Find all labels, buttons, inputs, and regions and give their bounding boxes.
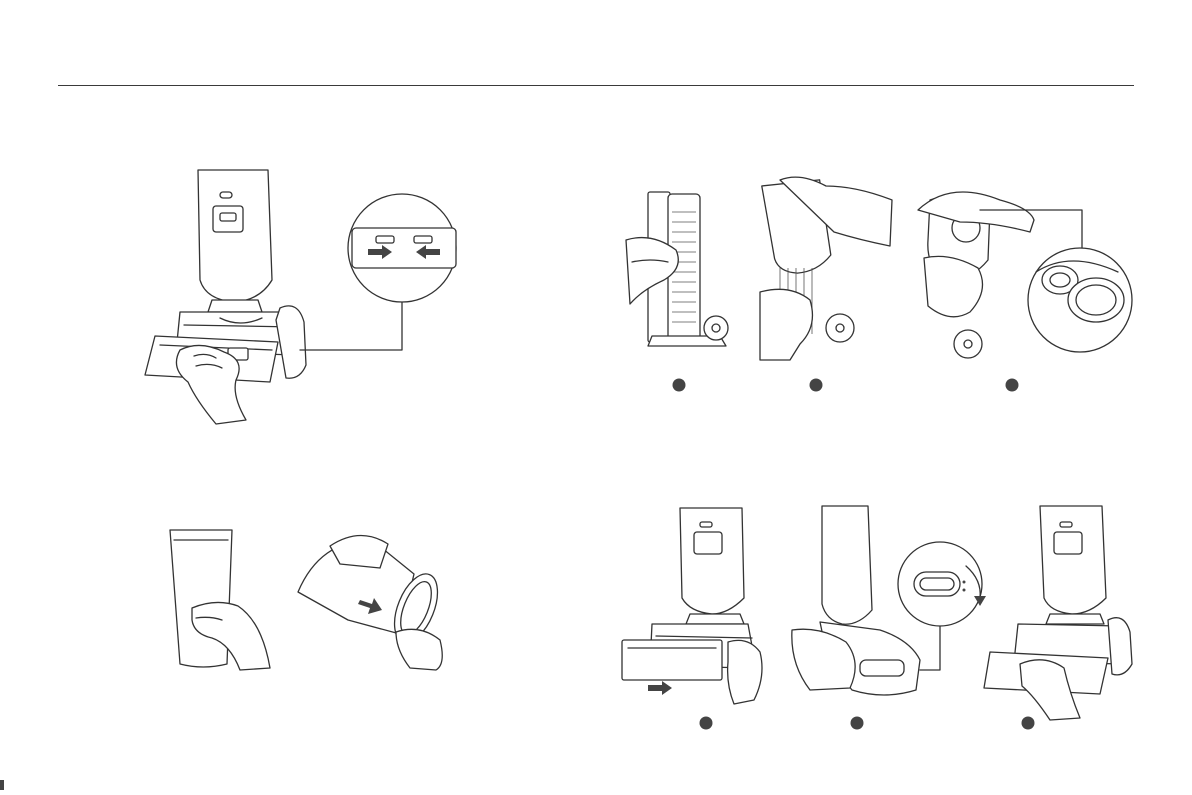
insert-arrow-icon xyxy=(648,681,672,695)
step-marker-1 xyxy=(700,717,713,730)
tank-cup-icon xyxy=(298,535,446,670)
tank-latch-icon xyxy=(348,194,456,302)
step-marker-2 xyxy=(810,379,823,392)
vacuum-upright-icon xyxy=(984,506,1132,720)
callout-leader xyxy=(300,300,402,350)
page-edge-mark xyxy=(0,780,4,790)
step-marker-3 xyxy=(1022,717,1035,730)
tank-cup-icon xyxy=(170,530,232,667)
filter-icon xyxy=(918,192,1132,358)
rotate-arrow-icon xyxy=(898,542,986,626)
vacuum-upright-icon xyxy=(622,508,762,704)
filter-icon xyxy=(760,176,892,360)
step-marker-3 xyxy=(1006,379,1019,392)
step-marker-1 xyxy=(673,379,686,392)
step-marker-2 xyxy=(851,717,864,730)
filter-icon xyxy=(626,192,728,346)
